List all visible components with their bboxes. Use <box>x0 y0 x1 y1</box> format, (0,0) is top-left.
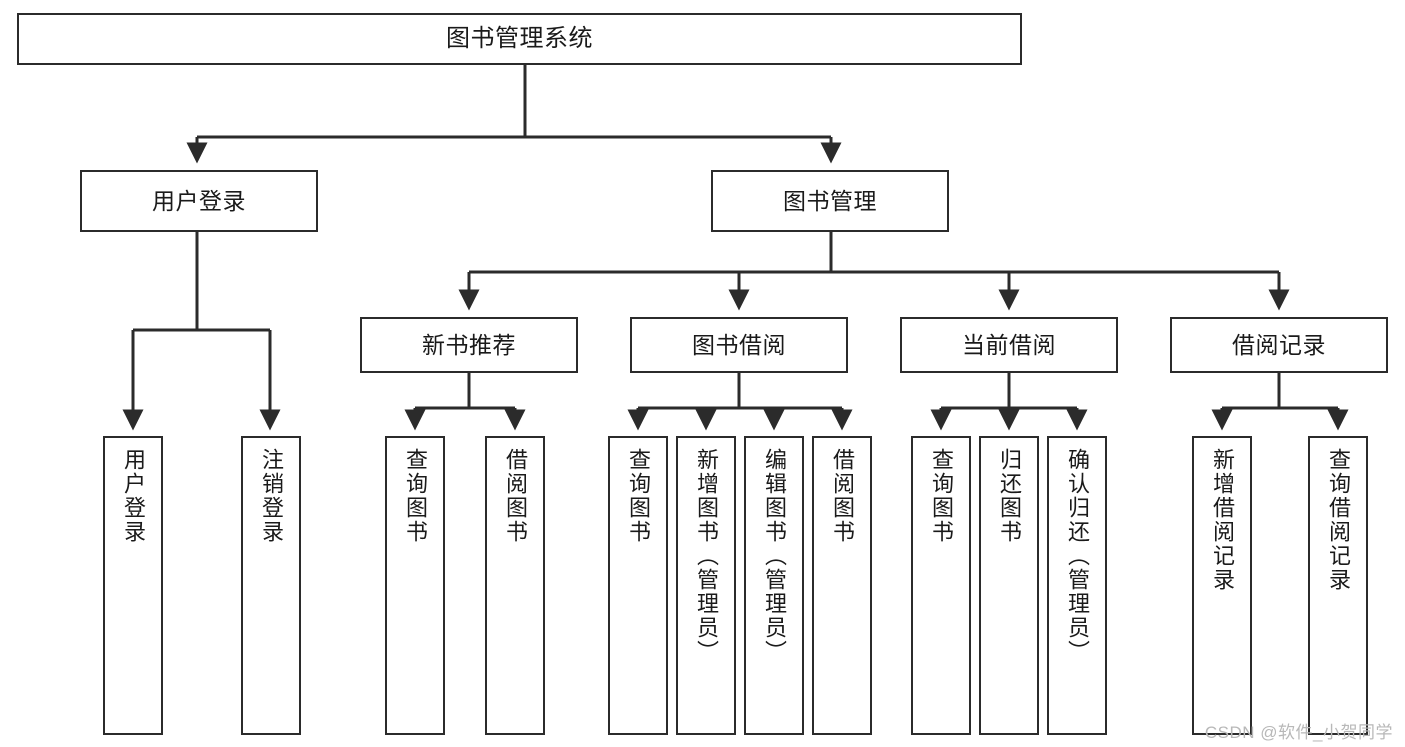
leaf-book-borrow-add-label: 新增图书（管理员） <box>693 448 719 664</box>
leaf-borrow-record-query[interactable]: 查询借阅记录 <box>1308 436 1368 735</box>
leaf-borrow-record-add[interactable]: 新增借阅记录 <box>1192 436 1252 735</box>
node-root-label: 图书管理系统 <box>446 25 593 52</box>
leaf-book-borrow-borrow-label: 借阅图书 <box>829 448 855 544</box>
leaf-user-login-logout-label: 注销登录 <box>258 448 284 544</box>
leaf-borrow-record-query-label: 查询借阅记录 <box>1325 448 1351 592</box>
leaf-book-borrow-borrow[interactable]: 借阅图书 <box>812 436 872 735</box>
node-root[interactable]: 图书管理系统 <box>17 13 1022 65</box>
leaf-new-book-borrow[interactable]: 借阅图书 <box>485 436 545 735</box>
leaf-current-borrow-return-label: 归还图书 <box>996 448 1022 544</box>
node-new-book-recommend[interactable]: 新书推荐 <box>360 317 578 373</box>
node-book-management[interactable]: 图书管理 <box>711 170 949 232</box>
leaf-user-login-logout[interactable]: 注销登录 <box>241 436 301 735</box>
leaf-new-book-query[interactable]: 查询图书 <box>385 436 445 735</box>
leaf-current-borrow-confirm[interactable]: 确认归还（管理员） <box>1047 436 1107 735</box>
leaf-borrow-record-add-label: 新增借阅记录 <box>1209 448 1235 592</box>
leaf-user-login-login[interactable]: 用户登录 <box>103 436 163 735</box>
watermark: CSDN @软件_小贺同学 <box>1204 723 1393 742</box>
leaf-book-borrow-edit-label: 编辑图书（管理员） <box>761 448 787 664</box>
leaf-new-book-borrow-label: 借阅图书 <box>502 448 528 544</box>
leaf-current-borrow-query[interactable]: 查询图书 <box>911 436 971 735</box>
node-new-book-recommend-label: 新书推荐 <box>422 331 516 358</box>
leaf-current-borrow-confirm-label: 确认归还（管理员） <box>1064 448 1090 664</box>
node-book-management-label: 图书管理 <box>783 187 877 214</box>
leaf-current-borrow-query-label: 查询图书 <box>928 448 954 544</box>
leaf-new-book-query-label: 查询图书 <box>402 448 428 544</box>
leaf-book-borrow-add[interactable]: 新增图书（管理员） <box>676 436 736 735</box>
leaf-current-borrow-return[interactable]: 归还图书 <box>979 436 1039 735</box>
node-user-login[interactable]: 用户登录 <box>80 170 318 232</box>
leaf-book-borrow-query[interactable]: 查询图书 <box>608 436 668 735</box>
node-current-borrow-label: 当前借阅 <box>962 331 1056 358</box>
node-borrow-record-label: 借阅记录 <box>1232 331 1326 358</box>
node-current-borrow[interactable]: 当前借阅 <box>900 317 1118 373</box>
leaf-book-borrow-edit[interactable]: 编辑图书（管理员） <box>744 436 804 735</box>
node-borrow-record[interactable]: 借阅记录 <box>1170 317 1388 373</box>
node-book-borrow-label: 图书借阅 <box>692 331 786 358</box>
node-user-login-label: 用户登录 <box>152 187 246 214</box>
leaf-user-login-login-label: 用户登录 <box>120 448 146 544</box>
node-book-borrow[interactable]: 图书借阅 <box>630 317 848 373</box>
leaf-book-borrow-query-label: 查询图书 <box>625 448 651 544</box>
